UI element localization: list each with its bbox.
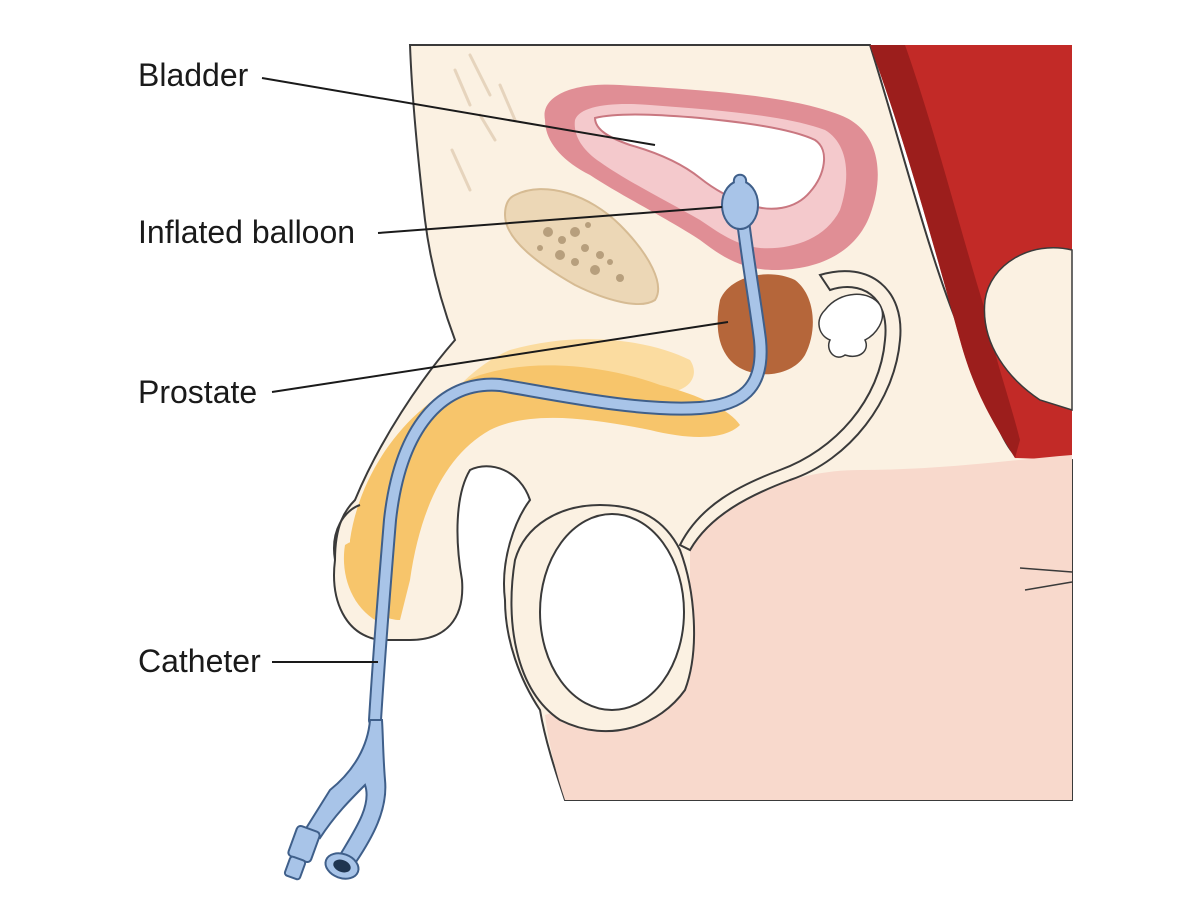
- prostate-leader-line: [271, 321, 729, 393]
- inflated-balloon-leader-line: [377, 206, 723, 234]
- inflated-balloon-label: Inflated balloon: [138, 214, 355, 250]
- rectum-muscle-shadow: [870, 45, 1020, 458]
- perineum-skin: [545, 455, 1072, 800]
- catheter-tube: [370, 190, 766, 725]
- bladder-label: Bladder: [138, 57, 249, 93]
- bladder-lumen: [593, 113, 826, 210]
- skin-fold-lines: [450, 53, 517, 192]
- seminal-vesicle: [818, 293, 884, 358]
- glans-outline: [333, 504, 361, 561]
- bladder-leader-line: [261, 77, 656, 146]
- catheter-tip: [732, 173, 748, 184]
- corpus-spongiosum: [350, 365, 740, 620]
- skin-crease-lines: [1019, 567, 1073, 591]
- testis: [539, 513, 685, 711]
- rectum-lumen: [983, 247, 1073, 412]
- inflated-balloon: [721, 180, 759, 230]
- pubic-bone-texture: [537, 222, 624, 282]
- prostate-gland: [717, 274, 813, 375]
- catheter-label: Catheter: [138, 643, 261, 679]
- catheter-drainage-port: [324, 852, 360, 880]
- catheter-y-junction: [303, 719, 387, 864]
- spermatic-duct-outline: [678, 270, 902, 552]
- prostate-label: Prostate: [138, 374, 257, 410]
- catheter-balloon-port: [283, 824, 321, 881]
